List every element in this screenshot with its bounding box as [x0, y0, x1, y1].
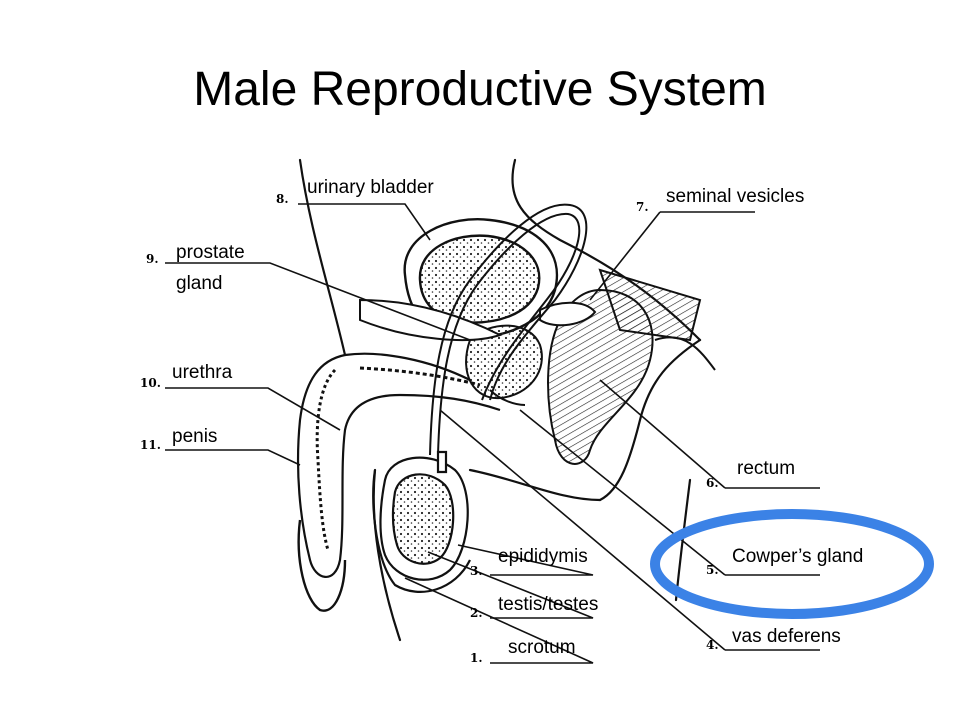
highlight-circle	[650, 509, 934, 619]
label-number-9: 9.	[146, 252, 159, 266]
label-penis: penis	[172, 426, 218, 447]
label-scrotum: scrotum	[508, 637, 576, 658]
rectum-organ	[547, 268, 716, 465]
label-number-4: 4.	[706, 638, 719, 652]
slide-title: Male Reproductive System	[193, 63, 767, 116]
label-prostate: prostate	[176, 242, 245, 263]
label-number-2: 2.	[470, 606, 483, 620]
label-epididymis: epididymis	[498, 546, 588, 567]
label-vas-deferens: vas deferens	[732, 626, 841, 647]
testis-organ	[372, 450, 471, 593]
label-urinary-bladder: urinary bladder	[307, 177, 434, 198]
label-number-6: 6.	[706, 476, 719, 490]
label-gland: gland	[176, 273, 223, 294]
label-number-3: 3.	[470, 564, 483, 578]
label-number-10: 10.	[140, 376, 161, 390]
label-number-8: 8.	[276, 192, 289, 206]
leader-lines	[165, 203, 820, 664]
label-number-7: 7.	[636, 200, 649, 214]
label-rectum: rectum	[737, 458, 796, 479]
seminal-vesicle-organ	[359, 298, 597, 341]
label-urethra: urethra	[172, 362, 233, 383]
label-testis: testis/testes	[498, 594, 599, 615]
label-cowpers-gland: Cowper’s gland	[732, 546, 864, 567]
penis-organ	[296, 352, 501, 612]
label-number-11: 11.	[140, 438, 161, 452]
vas-deferens-duct	[429, 203, 588, 456]
label-seminal-vesicles: seminal vesicles	[666, 186, 805, 207]
label-number-1: 1.	[470, 651, 483, 665]
label-number-5: 5.	[706, 563, 719, 577]
